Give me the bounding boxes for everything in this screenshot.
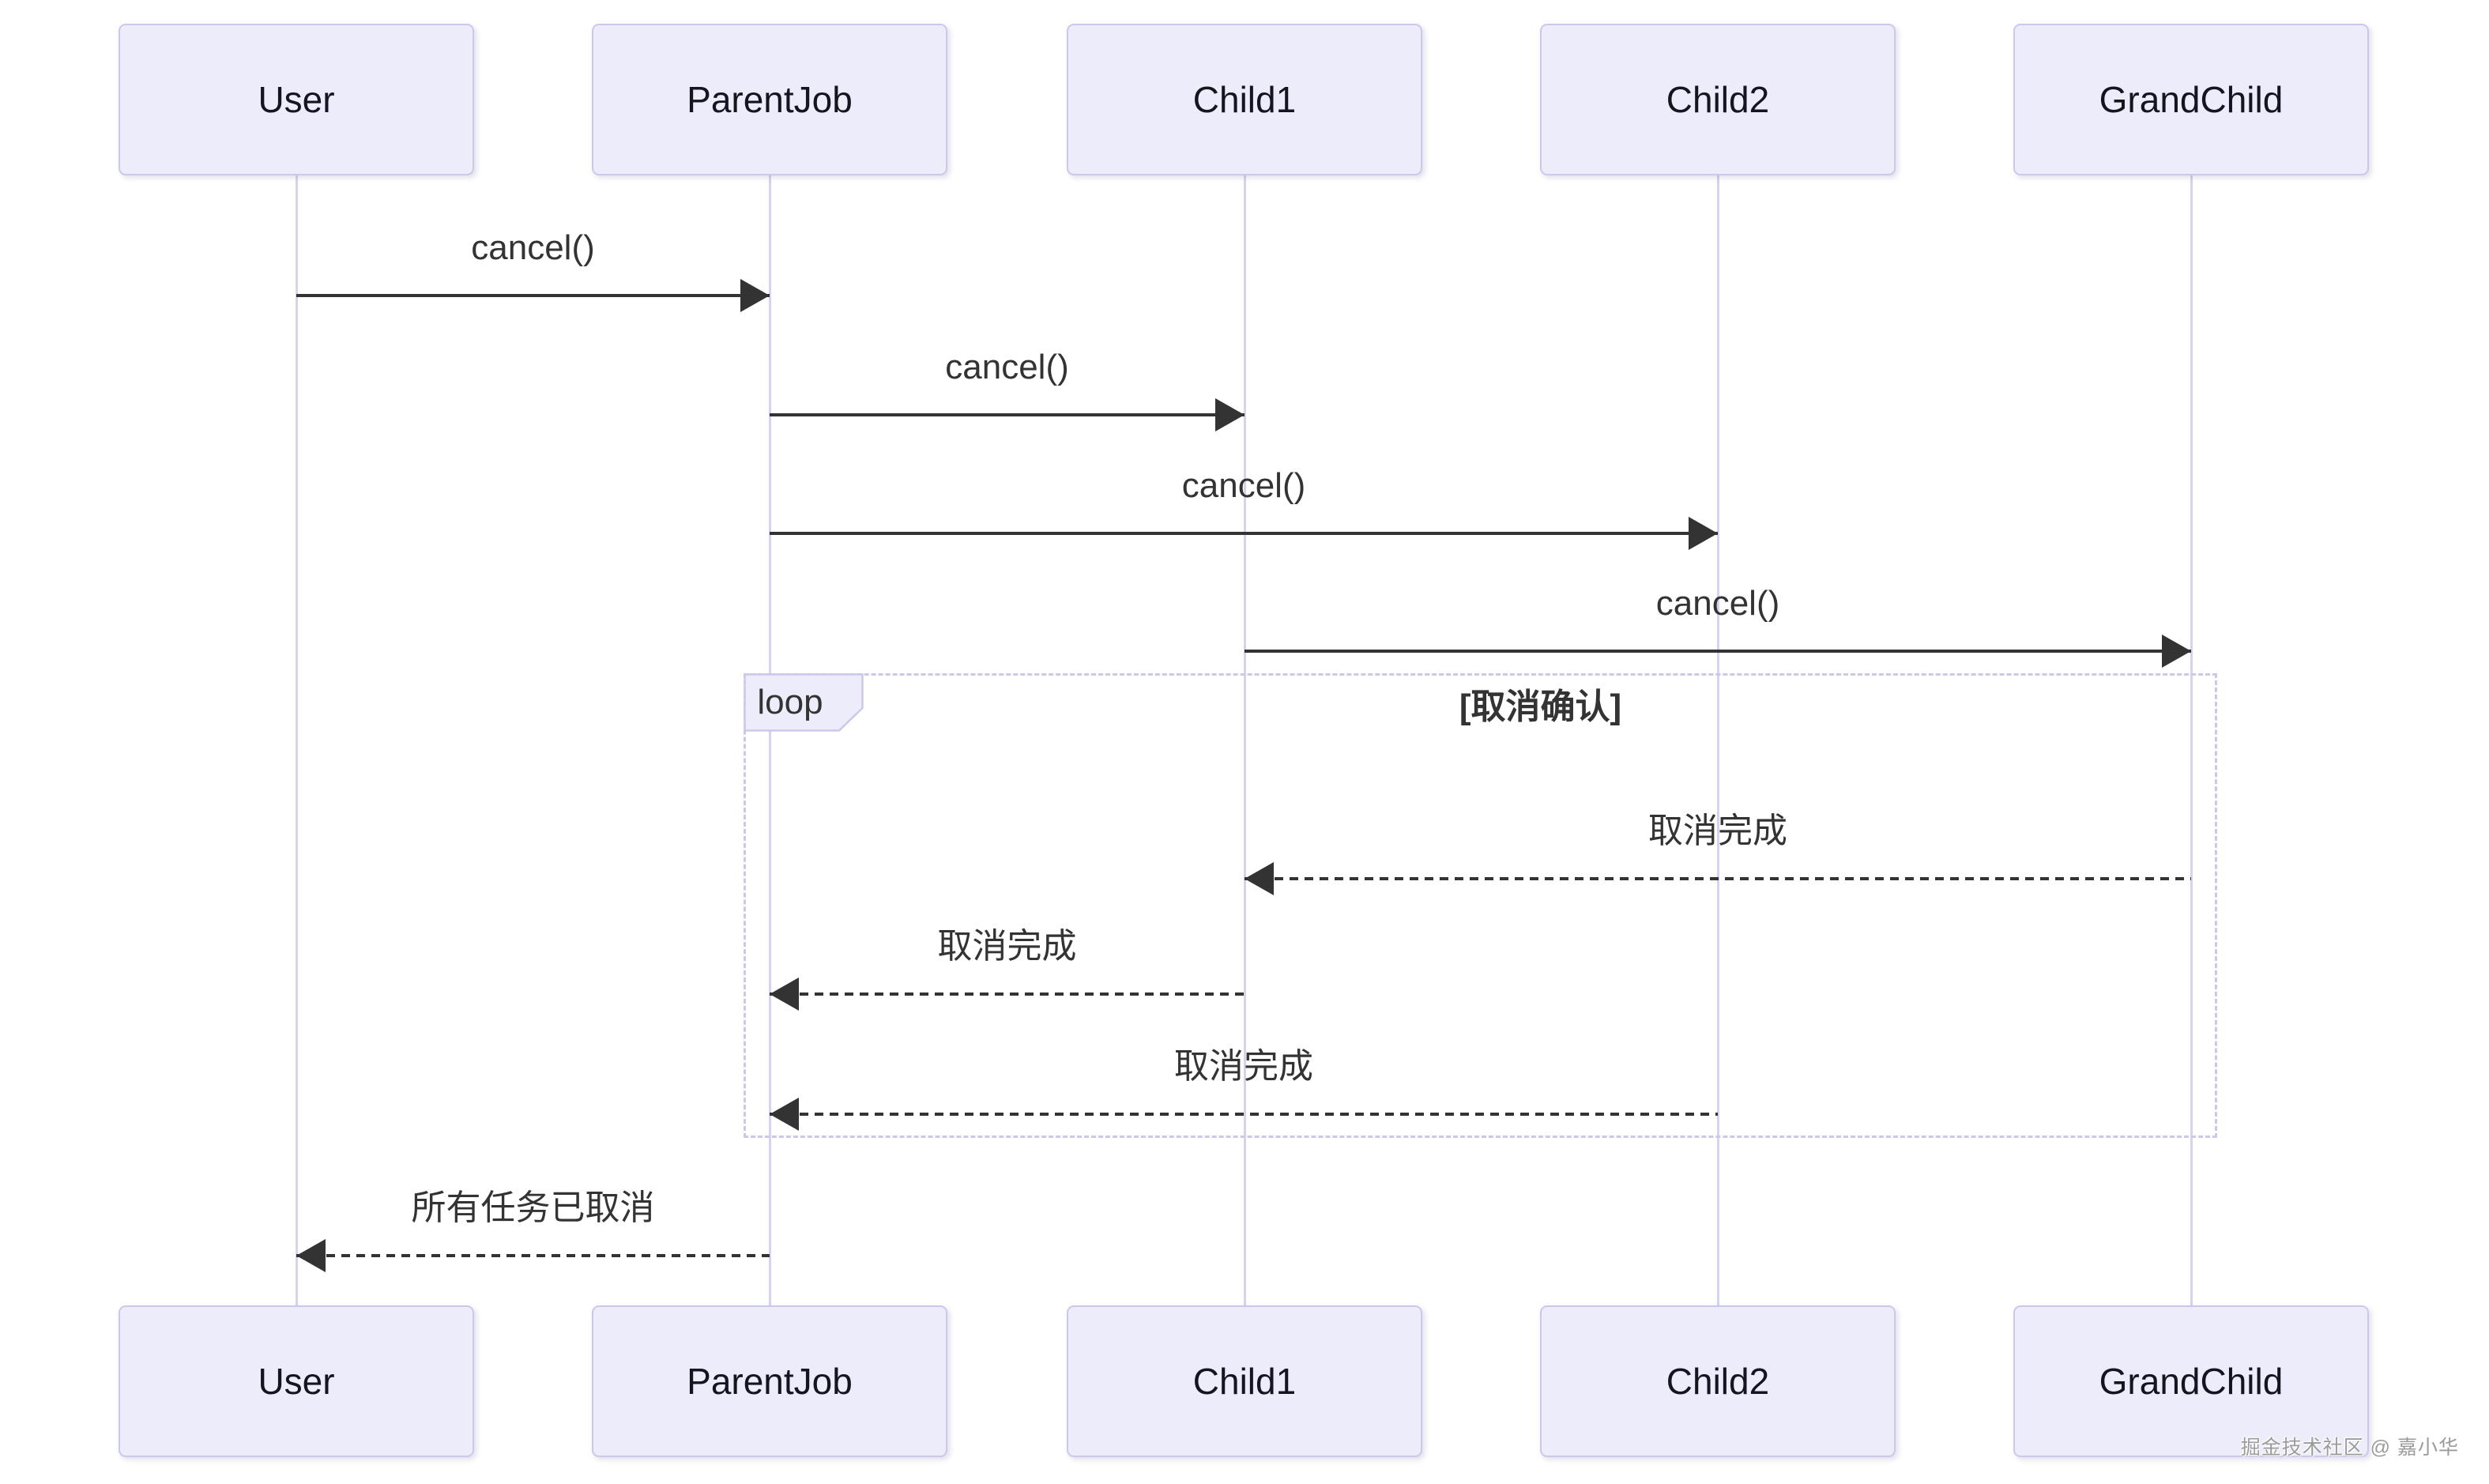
- message-line-dashed: [770, 992, 1244, 996]
- actor-label: User: [258, 79, 335, 120]
- message-label: cancel(): [471, 228, 595, 267]
- actor-box-top-grandchild: GrandChild: [2013, 24, 2369, 175]
- actor-label: GrandChild: [2099, 1361, 2284, 1402]
- message-arrowhead: [740, 279, 770, 312]
- lifeline-child1: [1243, 175, 1246, 1305]
- message-arrowhead: [770, 1098, 799, 1131]
- actor-label: Child2: [1666, 79, 1770, 120]
- actor-box-bottom-user: User: [119, 1305, 474, 1457]
- message-line-solid: [1244, 650, 2191, 653]
- message-line-solid: [296, 294, 770, 297]
- message-arrowhead: [1689, 517, 1718, 550]
- lifeline-grandchild: [2190, 175, 2193, 1305]
- message-label: 所有任务已取消: [411, 1188, 655, 1227]
- actor-label: Child1: [1192, 1361, 1297, 1402]
- actor-label: ParentJob: [687, 1361, 853, 1402]
- lifeline-child2: [1716, 175, 1719, 1305]
- message-line-dashed: [296, 1254, 770, 1257]
- loop-label: loop: [757, 683, 823, 721]
- actor-box-bottom-grandchild: GrandChild: [2013, 1305, 2369, 1457]
- loop-condition: [取消确认]: [1459, 687, 1622, 726]
- message-line-solid: [770, 532, 1718, 535]
- message-arrowhead: [2162, 635, 2191, 668]
- actor-label: GrandChild: [2099, 79, 2284, 120]
- message-label: cancel(): [945, 348, 1069, 386]
- loop-label-tab: [744, 673, 864, 732]
- message-line-dashed: [1244, 877, 2191, 880]
- actor-label: Child1: [1192, 79, 1297, 120]
- message-arrowhead: [1244, 862, 1274, 895]
- loop-box: [744, 673, 2217, 1138]
- message-line-solid: [770, 413, 1244, 416]
- message-label: cancel(): [1181, 466, 1306, 505]
- lifeline-parentjob: [768, 175, 771, 1305]
- message-arrowhead: [770, 977, 799, 1011]
- message-arrowhead: [296, 1239, 326, 1272]
- lifeline-user: [295, 175, 298, 1305]
- actor-label: ParentJob: [687, 79, 853, 120]
- message-label: cancel(): [1655, 584, 1780, 623]
- actor-box-bottom-child2: Child2: [1540, 1305, 1896, 1457]
- actor-box-top-child1: Child1: [1067, 24, 1422, 175]
- actor-box-bottom-child1: Child1: [1067, 1305, 1422, 1457]
- actor-box-top-child2: Child2: [1540, 24, 1896, 175]
- actor-label: Child2: [1666, 1361, 1770, 1402]
- message-label: 取消完成: [937, 927, 1077, 966]
- actor-label: User: [258, 1361, 335, 1402]
- message-label: 取消完成: [1648, 812, 1787, 850]
- actor-box-top-parentjob: ParentJob: [592, 24, 947, 175]
- message-label: 取消完成: [1174, 1047, 1313, 1086]
- message-arrowhead: [1215, 398, 1244, 431]
- message-line-dashed: [770, 1113, 1718, 1116]
- watermark-text: 掘金技术社区 @ 嘉小华: [2240, 1437, 2459, 1459]
- actor-box-top-user: User: [119, 24, 474, 175]
- actor-box-bottom-parentjob: ParentJob: [592, 1305, 947, 1457]
